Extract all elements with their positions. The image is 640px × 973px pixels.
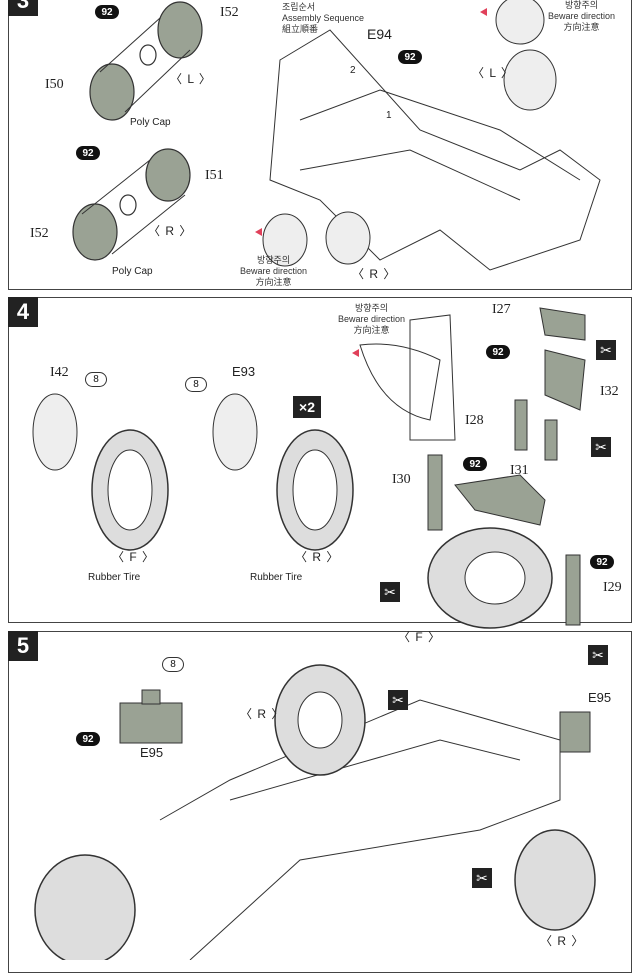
multiplier-badge: ×2 (293, 396, 321, 418)
part-number-badge: 92 (76, 732, 100, 746)
red-triangle-arrow-icon (480, 8, 487, 16)
poly-cap-label: Poly Cap (112, 266, 153, 277)
hub-i52 (72, 203, 118, 261)
hub-i50 (89, 63, 135, 121)
side-label: 〈 F 〉 (398, 630, 441, 644)
step-number: 5 (8, 631, 38, 661)
note-en: Beware direction (240, 266, 308, 276)
part-label: I29 (603, 580, 622, 595)
side-label: 〈 L 〉 (472, 66, 514, 80)
part-label: I52 (220, 5, 239, 20)
note-en: Beware direction (548, 11, 616, 21)
note-ja: 方向注意 (353, 325, 390, 335)
part-number-badge: 92 (590, 555, 614, 569)
part-number-badge: 92 (463, 457, 487, 471)
rubber-tire-label: Rubber Tire (250, 572, 303, 583)
part-label: I51 (205, 168, 224, 183)
step-number: 4 (8, 297, 38, 327)
rubber-tire-label: Rubber Tire (88, 572, 141, 583)
part-label: E95 (588, 690, 612, 705)
glue-cement-icon: ✂ (388, 690, 408, 710)
glue-cement-icon: ✂ (588, 645, 608, 665)
note-en: Assembly Sequence (282, 13, 365, 23)
poly-cap (139, 44, 157, 66)
step-number: 3 (8, 0, 38, 16)
sequence-number: 2 (350, 65, 356, 76)
part-label: I31 (510, 463, 529, 478)
part-number-badge: 92 (95, 5, 119, 19)
part-number-badge: 8 (185, 377, 207, 392)
part-number-badge: 92 (76, 146, 100, 160)
direction-note: 방향주의 Beware direction 方向注意 (338, 303, 405, 336)
part-label: I32 (600, 384, 619, 399)
part-label: I52 (30, 226, 49, 241)
red-triangle-arrow-icon (352, 349, 359, 357)
assembly-sequence-note: 조립순서 Assembly Sequence 組立順番 (282, 2, 364, 35)
side-label: 〈 R 〉 (148, 224, 193, 238)
red-triangle-arrow-icon (255, 228, 262, 236)
note-ja: 方向注意 (255, 277, 292, 287)
part-label: I27 (492, 302, 511, 317)
part-label: I50 (45, 77, 64, 92)
side-label: 〈 L 〉 (170, 72, 212, 86)
note-ja: 方向注意 (563, 22, 600, 32)
part-label: E95 (140, 745, 164, 760)
poly-cap-label: Poly Cap (130, 117, 171, 128)
part-number-badge: 92 (486, 345, 510, 359)
part-label: E93 (232, 364, 256, 379)
side-label: 〈 R 〉 (240, 707, 285, 721)
side-label: 〈 F 〉 (112, 550, 155, 564)
hub-i52 (157, 1, 203, 59)
sequence-number: 1 (386, 110, 392, 121)
part-number-badge: 8 (85, 372, 107, 387)
direction-note: 방향주의 Beware direction 方向注意 (548, 0, 615, 33)
part-e95 (119, 702, 183, 744)
step-3-panel (8, 0, 632, 290)
hub-i51 (145, 148, 191, 202)
note-en: Beware direction (338, 314, 406, 324)
note-ko: 방향주의 (354, 303, 389, 313)
part-label: I42 (50, 365, 69, 380)
step-4-panel (8, 297, 632, 623)
part-number-badge: 8 (162, 657, 184, 672)
part-label: I30 (392, 472, 411, 487)
glue-cement-icon: ✂ (472, 868, 492, 888)
note-ko: 조립순서 (282, 2, 316, 12)
side-label: 〈 R 〉 (352, 267, 397, 281)
part-label: I28 (465, 413, 484, 428)
direction-note: 방향주의 Beware direction 方向注意 (240, 255, 307, 288)
part-label: E94 (367, 26, 392, 42)
glue-cement-icon: ✂ (591, 437, 611, 457)
note-ja: 組立順番 (282, 24, 319, 34)
poly-cap (119, 194, 137, 216)
note-ko: 방향주의 (256, 255, 291, 265)
glue-cement-icon: ✂ (596, 340, 616, 360)
glue-cement-icon: ✂ (380, 582, 400, 602)
note-ko: 방향주의 (564, 0, 599, 10)
side-label: 〈 R 〉 (540, 934, 585, 948)
part-number-badge: 92 (398, 50, 422, 64)
side-label: 〈 R 〉 (295, 550, 340, 564)
